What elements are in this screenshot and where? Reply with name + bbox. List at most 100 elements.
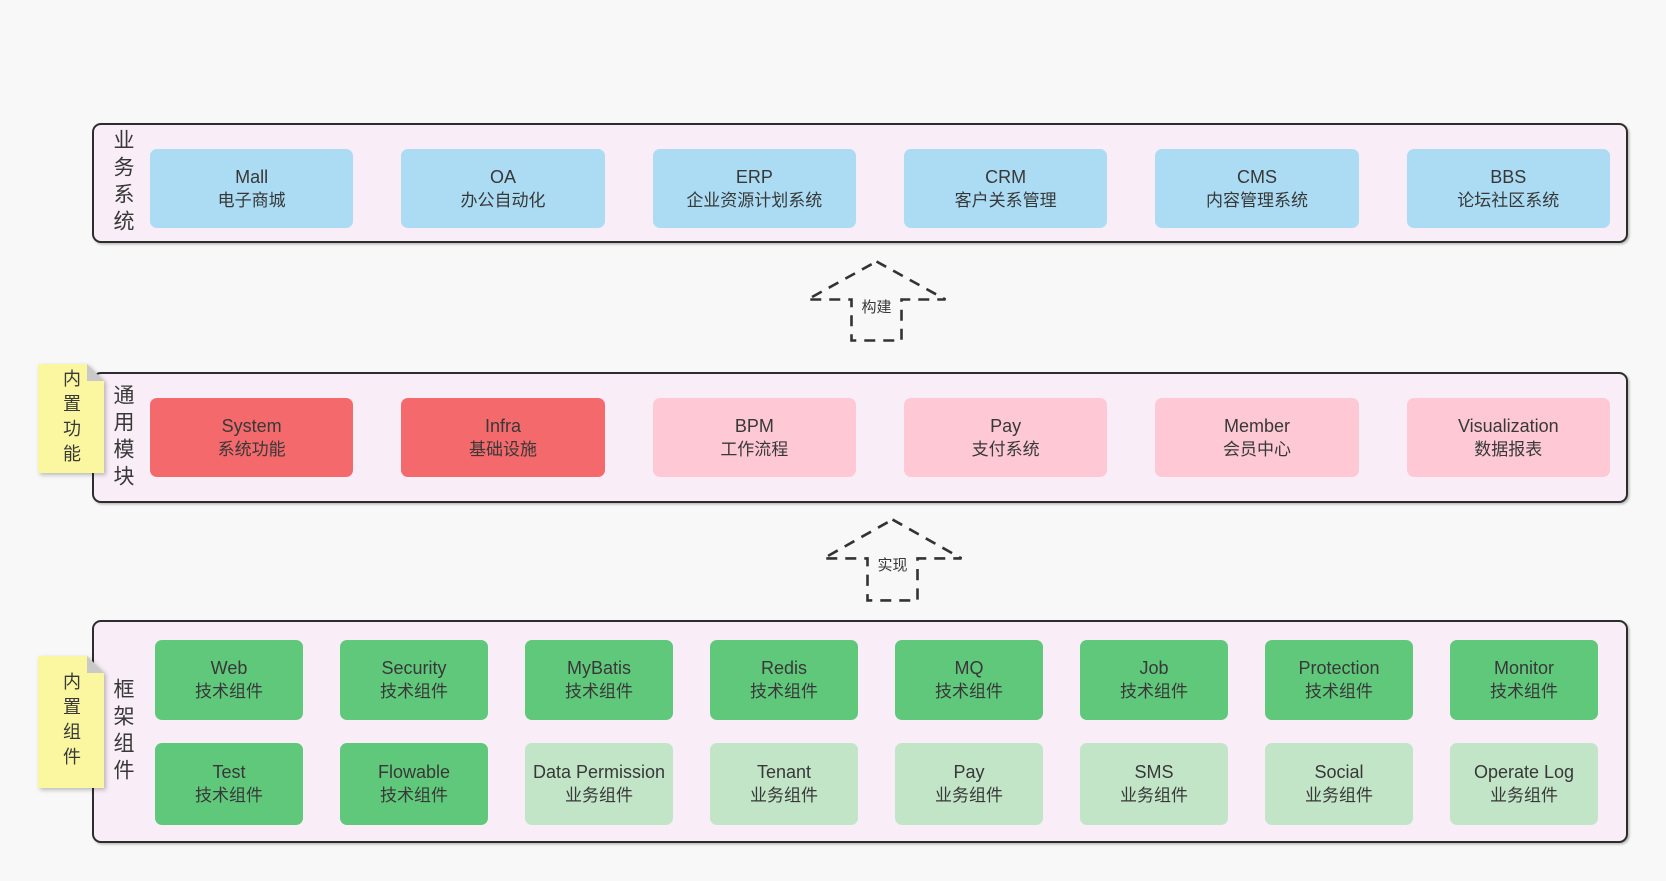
node-subtitle: 电子商城	[217, 190, 286, 210]
sticky-paper: 内置功能	[38, 364, 104, 473]
node-name: Visualization	[1457, 415, 1559, 436]
dashed-up-arrow-icon	[822, 518, 963, 602]
node-subtitle: 技术组件	[750, 682, 818, 701]
node-subtitle: 技术组件	[195, 682, 263, 701]
node-subtitle: 业务组件	[1305, 786, 1373, 805]
node-visualization: Visualization 数据报表	[1406, 398, 1610, 477]
node-subtitle: 系统功能	[217, 439, 286, 459]
node-bpm: BPM 工作流程	[652, 398, 856, 477]
framework-components-row-1: Web 技术组件 Security 技术组件 MyBatis 技术组件 Redi…	[155, 640, 1598, 720]
node-redis: Redis 技术组件	[710, 640, 858, 720]
node-security: Security 技术组件	[340, 640, 488, 720]
node-subtitle: 技术组件	[195, 786, 263, 805]
node-subtitle: 办公自动化	[460, 190, 546, 210]
node-monitor: Monitor 技术组件	[1450, 640, 1598, 720]
node-name: Tenant	[756, 762, 812, 782]
folded-corner-icon	[87, 656, 104, 673]
node-name: BPM	[734, 415, 774, 436]
node-subtitle: 论坛社区系统	[1457, 190, 1560, 210]
node-subtitle: 技术组件	[565, 682, 633, 701]
node-subtitle: 技术组件	[380, 682, 448, 701]
node-subtitle: 业务组件	[1120, 786, 1188, 805]
layer-label-modules: 通用模块	[111, 383, 134, 492]
node-name: CRM	[985, 166, 1027, 187]
node-subtitle: 业务组件	[750, 786, 818, 805]
node-pay-component: Pay 业务组件	[895, 743, 1043, 825]
node-subtitle: 业务组件	[935, 786, 1003, 805]
sticky-text: 内置组件	[61, 672, 81, 772]
node-subtitle: 技术组件	[1305, 682, 1373, 701]
node-system: System 系统功能	[150, 398, 354, 477]
node-subtitle: 企业资源计划系统	[686, 190, 823, 210]
node-subtitle: 内容管理系统	[1205, 190, 1308, 210]
node-name: OA	[489, 166, 516, 187]
common-modules-layer: 通用模块 System 系统功能 Infra 基础设施 BPM 工作流程 Pay…	[92, 372, 1628, 503]
node-name: Data Permission	[532, 762, 666, 782]
node-subtitle: 数据报表	[1474, 439, 1543, 459]
node-oa: OA 办公自动化	[401, 149, 605, 228]
sticky-note-builtin-components: 内置组件	[38, 656, 104, 788]
node-erp: ERP 企业资源计划系统	[652, 149, 856, 228]
node-mybatis: MyBatis 技术组件	[525, 640, 673, 720]
node-operate-log: Operate Log 业务组件	[1450, 743, 1598, 825]
node-job: Job 技术组件	[1080, 640, 1228, 720]
folded-corner-icon	[87, 364, 104, 381]
node-name: Monitor	[1493, 658, 1555, 678]
node-subtitle: 技术组件	[380, 786, 448, 805]
node-name: SMS	[1134, 762, 1174, 782]
node-subtitle: 工作流程	[720, 439, 789, 459]
node-flowable: Flowable 技术组件	[340, 743, 488, 825]
node-name: MQ	[954, 658, 984, 678]
node-subtitle: 客户关系管理	[954, 190, 1057, 210]
node-subtitle: 业务组件	[565, 786, 633, 805]
node-name: Security	[381, 658, 447, 678]
node-subtitle: 技术组件	[935, 682, 1003, 701]
node-name: BBS	[1490, 166, 1527, 187]
node-test: Test 技术组件	[155, 743, 303, 825]
node-name: Web	[210, 658, 248, 678]
business-systems-layer: 业务系统 Mall 电子商城 OA 办公自动化 ERP 企业资源计划系统 CRM…	[92, 123, 1628, 243]
layer-label-business: 业务系统	[111, 129, 134, 237]
node-subtitle: 会员中心	[1222, 439, 1291, 459]
node-infra: Infra 基础设施	[401, 398, 605, 477]
node-name: CMS	[1236, 166, 1277, 187]
node-member: Member 会员中心	[1155, 398, 1359, 477]
node-name: Operate Log	[1473, 762, 1575, 782]
node-sms: SMS 业务组件	[1080, 743, 1228, 825]
node-name: ERP	[735, 166, 773, 187]
build-arrow: 构建	[806, 260, 947, 342]
node-name: Social	[1314, 762, 1364, 782]
node-cms: CMS 内容管理系统	[1155, 149, 1359, 228]
business-systems-row: Mall 电子商城 OA 办公自动化 ERP 企业资源计划系统 CRM 客户关系…	[150, 149, 1610, 228]
framework-components-layer: 框架组件 Web 技术组件 Security 技术组件 MyBatis 技术组件…	[92, 620, 1628, 843]
node-crm: CRM 客户关系管理	[903, 149, 1108, 228]
common-modules-row: System 系统功能 Infra 基础设施 BPM 工作流程 Pay 支付系统…	[150, 398, 1610, 477]
node-subtitle: 基础设施	[468, 439, 537, 459]
node-name: Mall	[235, 166, 269, 187]
node-pay-module: Pay 支付系统	[903, 398, 1108, 477]
node-mall: Mall 电子商城	[150, 149, 354, 228]
node-name: Job	[1139, 658, 1169, 678]
arrow-label-build: 构建	[861, 299, 892, 316]
node-data-permission: Data Permission 业务组件	[525, 743, 673, 825]
sticky-paper: 内置组件	[38, 656, 104, 788]
node-mq: MQ 技术组件	[895, 640, 1043, 720]
node-subtitle: 业务组件	[1490, 786, 1558, 805]
node-name: Test	[212, 762, 246, 782]
node-name: Infra	[484, 415, 521, 436]
node-social: Social 业务组件	[1265, 743, 1413, 825]
node-name: Pay	[990, 415, 1022, 436]
node-name: System	[221, 415, 282, 436]
sticky-note-builtin-functions: 内置功能	[38, 364, 104, 473]
dashed-up-arrow-icon	[806, 260, 947, 342]
node-name: Redis	[760, 658, 808, 678]
node-name: Protection	[1298, 658, 1380, 678]
layer-label-components: 框架组件	[111, 677, 134, 786]
arrow-label-implement: 实现	[877, 557, 908, 574]
node-tenant: Tenant 业务组件	[710, 743, 858, 825]
node-subtitle: 技术组件	[1490, 682, 1558, 701]
node-name: Flowable	[377, 762, 451, 782]
node-name: Pay	[953, 762, 985, 782]
node-protection: Protection 技术组件	[1265, 640, 1413, 720]
